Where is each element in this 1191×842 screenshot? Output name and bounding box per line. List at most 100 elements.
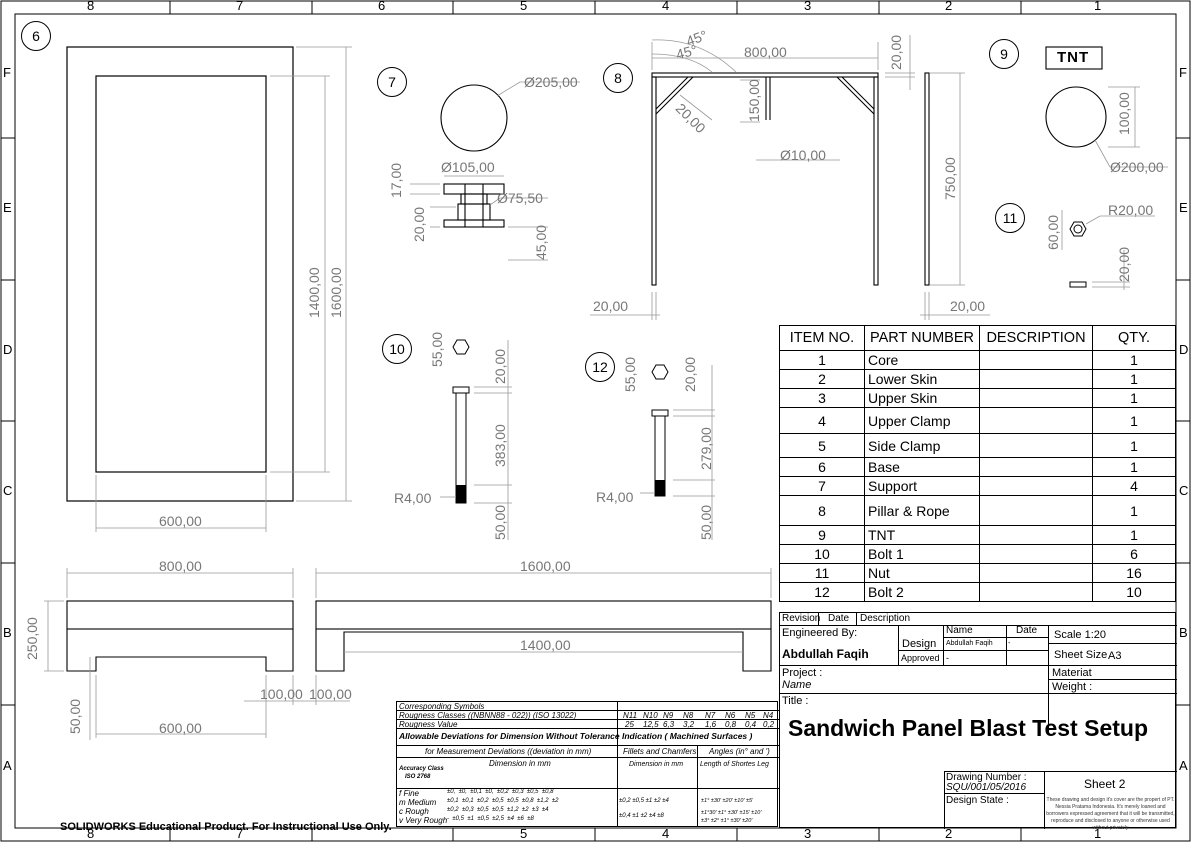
tol-cell: ±4 [662, 798, 669, 804]
dim-label: 20,00 [411, 206, 427, 242]
tol-class: v Very Rough [399, 816, 448, 825]
tol-f-row: ±0, ±0, ±0,1 ±0, ±0,2 ±0,3 ±0,5 ±0,8 [447, 789, 554, 795]
column-label: 2 [945, 826, 953, 841]
balloon-9: 9 [989, 39, 1019, 69]
bom-part: Bolt 1 [864, 544, 980, 564]
tol-cell: ±0, [458, 789, 467, 795]
bom-qty: 6 [1092, 544, 1176, 564]
title-block: Revision Date Description Engineered By:… [779, 612, 1177, 831]
column-label: 4 [662, 826, 670, 841]
tol-cell: ±0,4 [619, 813, 631, 819]
tnt-label: TNT [1057, 49, 1090, 66]
tol-cell: ±1° [701, 798, 710, 804]
column-label: 7 [236, 826, 244, 841]
tol-fillet-fm: ±0,2 ±0,5 ±1 ±2 ±4 [619, 798, 669, 804]
design-label: Design [902, 638, 937, 650]
watermark-text: SOLIDWORKS Educational Product. For Inst… [60, 821, 392, 833]
tol-cell: ±8 [657, 813, 664, 819]
material-label: Materiat [1052, 667, 1092, 679]
tol-rvalue: 6,3 [663, 720, 675, 729]
bom-desc [979, 476, 1093, 496]
balloon-12: 12 [585, 352, 615, 382]
column-label: 8 [87, 826, 95, 841]
bom-item: 2 [779, 369, 865, 389]
balloon-8: 8 [603, 63, 633, 93]
bom-part: Bolt 2 [864, 582, 980, 602]
tol-m-row: ±0,1 ±0,1 ±0,2 ±0,5 ±0,5 ±0,8 ±1,2 ±2 [447, 798, 559, 804]
title-label: Title : [782, 695, 809, 707]
date-header: Date [1016, 625, 1038, 636]
tol-cell: ±1 [632, 813, 639, 819]
dim-label: 55,00 [622, 356, 638, 392]
dim-label: 20,00 [492, 348, 508, 384]
tol-cell: ±1° [717, 810, 727, 816]
tol-line: Accuracy Class [399, 766, 444, 772]
tol-cell: ±0,2 [619, 798, 631, 804]
dim-label: 383,00 [492, 424, 508, 467]
dim-label: 20,00 [950, 298, 986, 314]
tol-rule [397, 745, 779, 746]
column-label: 1 [1094, 0, 1102, 13]
dim-label: 50,00 [492, 504, 508, 540]
tol-rule [397, 757, 779, 758]
bom-part: Upper Clamp [864, 407, 980, 434]
dim-label: 600,00 [159, 513, 202, 529]
bom-part: Side Clamp [864, 433, 980, 458]
tol-cell: ±10' [751, 810, 762, 816]
dim-label: 60,00 [1045, 214, 1061, 250]
tol-rvalue: 0,8 [725, 720, 737, 729]
bom-qty: 1 [1092, 433, 1176, 458]
engineered-by-label: Engineered By: [782, 627, 858, 639]
bom-item: 12 [779, 582, 865, 602]
bom-header: DESCRIPTION [979, 325, 1093, 351]
tol-class: f Fine [399, 789, 420, 798]
tol-cell: ±30' [730, 818, 741, 824]
tol-rule [397, 710, 779, 711]
tol-cell: ±0,2 [447, 807, 459, 813]
bom-header-row: ITEM NO. PART NUMBER DESCRIPTION QTY. [779, 325, 1176, 351]
date-label: Date [828, 613, 850, 624]
tol-cell: ±0,5 [477, 816, 489, 822]
bom-desc [979, 582, 1093, 602]
bom-item: 3 [779, 388, 865, 408]
dim-label: 1400,00 [520, 637, 571, 653]
tol-line: Dimension in mm [629, 761, 684, 768]
tol-rvalue: 12,5 [643, 720, 659, 729]
bom-desc [979, 350, 1093, 370]
dim-label: 600,00 [159, 720, 202, 736]
sheet-number: Sheet 2 [1084, 777, 1126, 791]
tol-cell: ±2,5 [492, 816, 504, 822]
tol-cell: ±0,5 [491, 807, 504, 813]
dim-label: Ø75,50 [497, 190, 543, 206]
bom-item: 1 [779, 350, 865, 370]
dim-label: 1600,00 [328, 267, 344, 318]
dim-label: 55,00 [429, 331, 445, 367]
dim-label: Ø205,00 [524, 74, 578, 90]
tol-rule [397, 788, 779, 789]
row-label: C [3, 483, 13, 498]
design-state-label: Design State : [946, 795, 1009, 806]
dim-label: R20,00 [1108, 202, 1154, 218]
bom-desc [979, 369, 1093, 389]
tol-cell: ±0,5 [526, 789, 539, 795]
tol-cell: ±0,1 [461, 798, 474, 804]
tol-c-row: ±0,2 ±0,3 ±0,5 ±0,5 ±1,2 ±2 ±3 ±4 [447, 807, 549, 813]
tol-line: Allowable Deviations for Dimension Witho… [399, 731, 753, 741]
design-date: - [1008, 640, 1011, 647]
tol-cell: ±30' [727, 810, 738, 816]
ownership-notice: These drawing and design it's cover are … [1046, 797, 1175, 831]
dim-label: 800,00 [159, 558, 202, 574]
bom-desc [979, 407, 1093, 434]
tol-cell: ±1,2 [506, 807, 519, 813]
dim-label: 20,00 [593, 298, 629, 314]
bom-item: 5 [779, 433, 865, 458]
tol-cell: ±1,2 [536, 798, 549, 804]
dim-label: 250,00 [24, 617, 40, 660]
